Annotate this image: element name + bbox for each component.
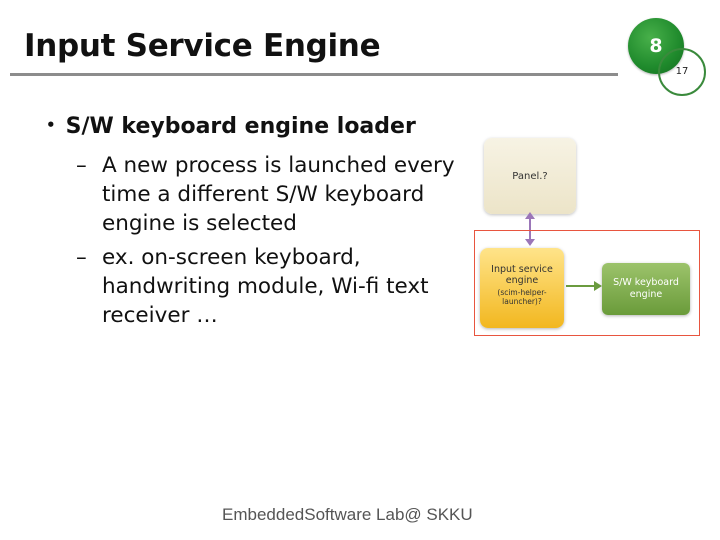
sub-bullet-1: – A new process is launched every time a… — [76, 151, 456, 238]
sub-bullet-1-text: A new process is launched every time a d… — [102, 153, 455, 236]
link-line — [529, 214, 531, 244]
sub-bullet-dash: – — [76, 245, 87, 270]
sw-keyboard-label: S/W keyboard engine — [613, 277, 679, 300]
title-underline — [10, 73, 618, 76]
bullet-main-text: S/W keyboard engine loader — [65, 114, 416, 139]
panel-label: Panel.? — [512, 170, 548, 182]
connector-line — [566, 285, 600, 287]
arrow-right-icon — [594, 281, 602, 291]
input-service-engine-box: Input service engine (scim-helper-launch… — [480, 248, 564, 328]
input-service-label: Input service engine — [491, 264, 553, 286]
sub-bullet-2-text: ex. on-screen keyboard, handwriting modu… — [102, 245, 429, 328]
bullet-main: • S/W keyboard engine loader — [46, 114, 416, 139]
slide-title: Input Service Engine — [24, 28, 381, 64]
bullet-dot: • — [46, 116, 56, 134]
architecture-diagram: Panel.? Input service engine (scim-helpe… — [474, 132, 702, 342]
link-arrow-up-icon — [525, 212, 535, 219]
sub-bullet-dash: – — [76, 153, 87, 178]
panel-box: Panel.? — [484, 138, 576, 214]
input-service-sub-label: (scim-helper-launcher)? — [497, 288, 547, 306]
sub-bullet-2: – ex. on-screen keyboard, handwriting mo… — [76, 243, 456, 330]
page-number: 17 — [658, 48, 706, 96]
footer-text: EmbeddedSoftware Lab@ SKKU — [222, 505, 473, 524]
sw-keyboard-engine-box: S/W keyboard engine — [602, 263, 690, 315]
link-arrow-down-icon — [525, 239, 535, 246]
page-badge: 8 — [628, 18, 684, 74]
highlight-frame — [474, 230, 700, 336]
